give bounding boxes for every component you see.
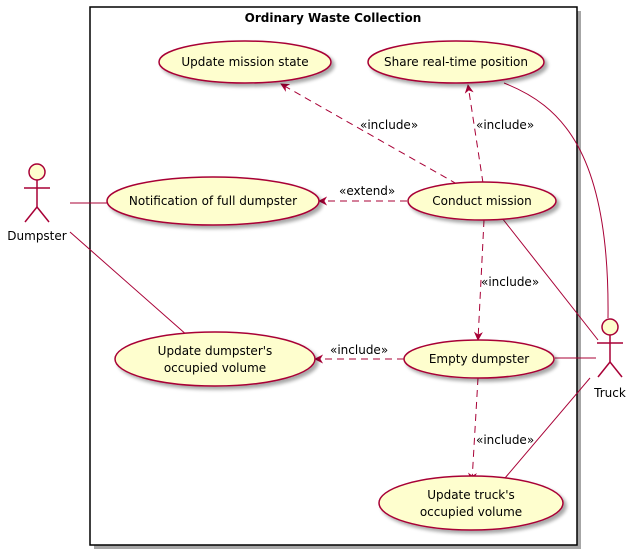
use-case-share-position[interactable]: Share real-time position <box>367 40 545 84</box>
assoc-truck-share-position <box>503 82 609 319</box>
include-arrow-mission-state <box>280 83 458 185</box>
system-boundary: Ordinary Waste Collection <box>89 6 581 549</box>
include-arrow-empty-dumpster <box>473 219 485 341</box>
use-case-notification-full-dumpster[interactable]: Notification of full dumpster <box>106 176 320 226</box>
actor-truck[interactable]: Truck <box>593 318 626 400</box>
use-case-label: Share real-time position <box>384 55 528 69</box>
label-include-truck-volume: «include» <box>476 433 534 447</box>
use-case-label: Empty dumpster <box>429 352 529 366</box>
use-case-update-dumpster-volume[interactable]: Update dumpster's occupied volume <box>114 331 316 387</box>
stick-figure-icon <box>597 318 623 378</box>
use-case-label-line-2: occupied volume <box>164 361 266 375</box>
use-case-label: Notification of full dumpster <box>129 194 297 208</box>
use-case-update-mission-state[interactable]: Update mission state <box>158 40 332 84</box>
use-case-conduct-mission[interactable]: Conduct mission <box>407 181 557 221</box>
relation-labels: «include» «include» «extend» «include» «… <box>330 118 539 447</box>
use-case-update-truck-volume[interactable]: Update truck's occupied volume <box>378 475 564 531</box>
stick-figure-icon <box>24 163 50 223</box>
use-case-label: Update mission state <box>181 55 308 69</box>
assoc-truck-conduct-mission <box>501 217 599 341</box>
assoc-truck-update-truck-volume <box>504 377 591 479</box>
actor-dumpster[interactable]: Dumpster <box>7 163 67 243</box>
actor-label: Dumpster <box>7 229 66 243</box>
label-include-empty-dumpster: «include» <box>481 275 539 289</box>
use-case-label-line-1: Update dumpster's <box>158 344 273 358</box>
use-case-label: Conduct mission <box>432 194 531 208</box>
use-case-label-line-2: occupied volume <box>420 505 522 519</box>
label-include-dumpster-volume: «include» <box>330 343 388 357</box>
associations <box>69 82 609 479</box>
include-arrow-share-position <box>464 84 484 184</box>
assoc-dumpster-update-volume <box>69 231 189 337</box>
label-extend-notification: «extend» <box>339 184 395 198</box>
use-case-empty-dumpster[interactable]: Empty dumpster <box>403 339 555 379</box>
label-include-mission-state: «include» <box>360 118 418 132</box>
boundary-title: Ordinary Waste Collection <box>245 11 422 25</box>
actor-label: Truck <box>593 386 626 400</box>
use-case-label-line-1: Update truck's <box>427 488 515 502</box>
include-arrow-truck-volume <box>467 377 479 482</box>
label-include-share-position: «include» <box>476 118 534 132</box>
dependencies <box>280 83 485 482</box>
